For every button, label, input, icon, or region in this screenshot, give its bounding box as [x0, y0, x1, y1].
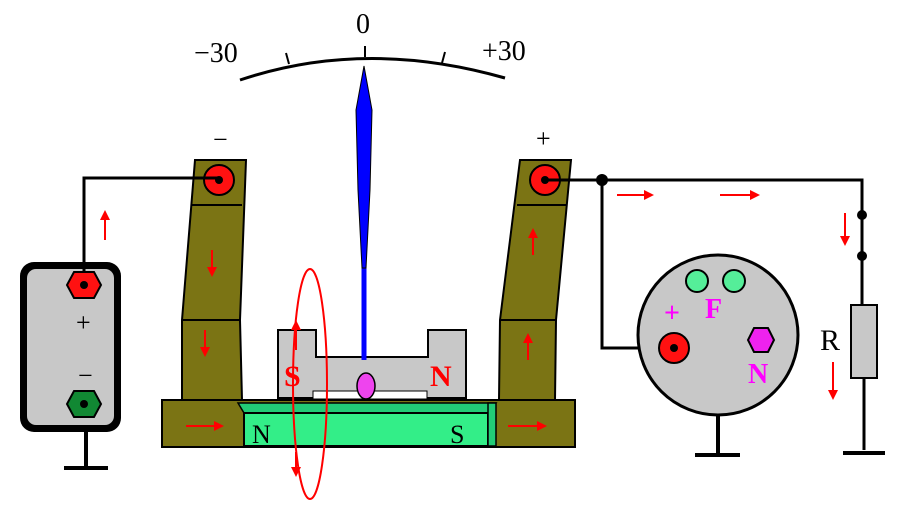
resistor-label: R — [820, 324, 840, 357]
generator — [636, 253, 800, 417]
right-terminal-sign: + — [536, 124, 551, 153]
wire-right — [545, 178, 864, 305]
scale-tick — [285, 52, 290, 65]
generator-plus-label: + — [664, 298, 680, 329]
lower-magnet — [243, 412, 489, 447]
dial-scale: −30 0 +30 — [194, 9, 526, 82]
generator-n-label: N — [748, 359, 768, 390]
scale-label-right: +30 — [482, 36, 526, 67]
scale-tick — [441, 51, 446, 64]
scale-label-center: 0 — [356, 9, 370, 40]
pivot — [356, 372, 376, 400]
generator-n-terminal[interactable] — [746, 327, 776, 353]
right-pole-pillar — [497, 159, 573, 401]
battery-top-sign: + — [76, 308, 91, 337]
generator-terminal-f1[interactable] — [685, 269, 709, 293]
generator-terminal-f2[interactable] — [722, 269, 746, 293]
left-pole-pillar — [181, 159, 248, 401]
scale-arc — [239, 57, 506, 82]
rotation-loop — [292, 268, 328, 500]
lower-magnet-top — [236, 402, 498, 414]
resistor — [850, 304, 878, 379]
left-terminal-sign: − — [213, 125, 228, 154]
upper-magnet-right-pole: N — [430, 360, 452, 393]
scale-label-left: −30 — [194, 38, 238, 69]
battery-bottom-sign: − — [78, 361, 93, 390]
lower-magnet-left-pole: N — [252, 420, 271, 449]
wire-battery — [82, 176, 219, 272]
generator-f-label: F — [705, 294, 722, 325]
needle — [355, 65, 373, 269]
lower-magnet-right-pole: S — [450, 420, 464, 449]
